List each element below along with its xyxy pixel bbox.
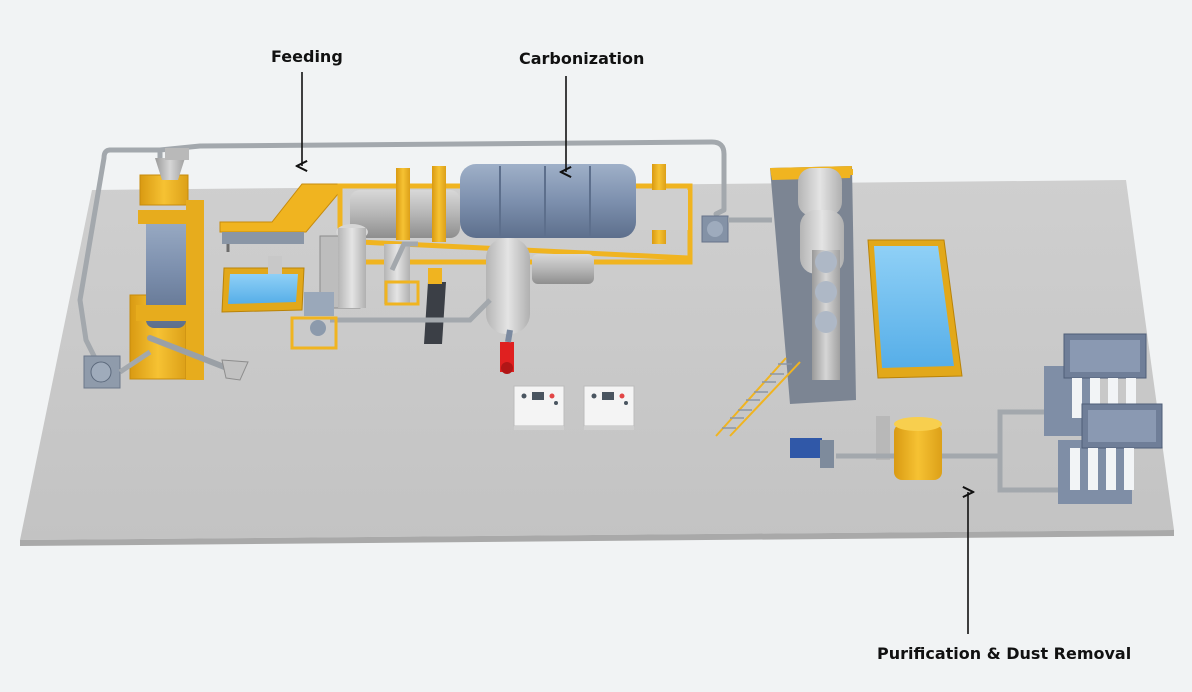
purification-tower [715,166,856,468]
water-pool-left [221,256,305,313]
callout-arrows [302,72,968,634]
purification-label: Purification & Dust Removal [877,644,1132,663]
feeding-conveyor [219,183,339,252]
yellow-storage-tank [836,409,1070,493]
dryer-unit [83,148,249,389]
middle-processing-unit [290,224,492,350]
carbonization-label: Carbonization [519,49,645,68]
water-pool-right [867,239,963,379]
feeding-label: Feeding [271,47,343,66]
bag-filter-upper [1044,333,1147,436]
overhead-pipe [77,139,727,363]
bag-filter-lower [1058,403,1163,504]
control-cabinets [513,385,635,430]
exhaust-fan [701,215,772,243]
